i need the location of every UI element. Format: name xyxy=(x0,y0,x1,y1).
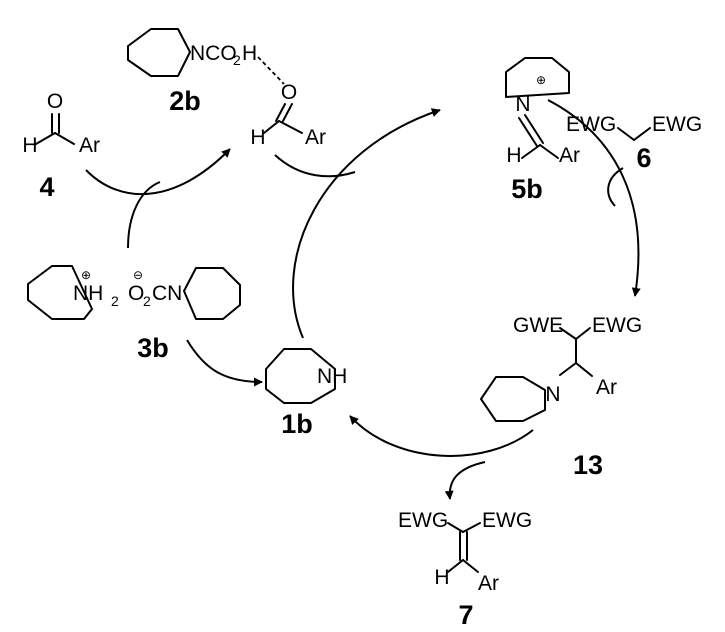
atom-EWG-right: EWG xyxy=(652,113,702,136)
bond-c-h xyxy=(35,132,56,145)
compound-1b-piperidine: NH 1b xyxy=(265,348,347,439)
compound-7-alkene: EWG EWG H Ar 7 xyxy=(398,509,532,630)
compound-4-aldehyde: O H Ar 4 xyxy=(22,90,100,202)
bond-left xyxy=(617,127,635,141)
atom-NH: NH xyxy=(73,282,103,305)
atom-EWG-right: EWG xyxy=(482,509,532,532)
plus-charge: ⊕ xyxy=(81,268,91,282)
compound-label-1b: 1b xyxy=(281,409,313,439)
plus-charge: ⊕ xyxy=(536,73,546,87)
arrow-adduct-to-piperidine xyxy=(349,415,534,457)
bond-gwe-c xyxy=(559,327,577,340)
reaction-arrows xyxy=(85,99,641,500)
atom-H: H xyxy=(250,126,265,149)
atom-Ar: Ar xyxy=(79,134,100,157)
compound-5b-iminium: ⊕ N H Ar 5b xyxy=(505,57,580,204)
piperidinium-ring xyxy=(27,265,93,320)
piperidine-ring xyxy=(480,376,546,422)
bond-right xyxy=(633,127,651,141)
bond-c-ar xyxy=(54,132,75,145)
atom-N: N xyxy=(545,383,560,406)
compound-label-5b: 5b xyxy=(511,174,543,204)
atom-N: N xyxy=(515,93,530,116)
arrow-methylene-join xyxy=(607,167,624,207)
arrow-aldehyde-join xyxy=(274,154,356,178)
arrow-aldehyde-to-hbond-complex xyxy=(85,148,231,196)
atom-EWG: EWG xyxy=(592,314,642,337)
bond-c-h xyxy=(263,120,280,134)
compound-6-active-methylene: EWG EWG 6 xyxy=(566,113,702,173)
minus-charge: ⊖ xyxy=(133,268,143,282)
compound-label-2b: 2b xyxy=(169,86,201,116)
piperidine-ring xyxy=(505,57,570,98)
subscript-2: 2 xyxy=(111,293,119,309)
bond-c-ar xyxy=(462,559,479,573)
atom-NCO: NCO xyxy=(190,42,237,65)
bond-c-ewg xyxy=(462,522,481,533)
atom-NH: NH xyxy=(317,365,347,388)
compound-2b-carbamic-acid: NCO 2 H O H Ar 2b xyxy=(127,28,326,149)
atom-Ar: Ar xyxy=(305,126,326,149)
atom-CN: CN xyxy=(152,282,182,305)
compound-label-6: 6 xyxy=(636,143,651,173)
arrow-salt-up-branch xyxy=(127,181,161,249)
atom-Ar: Ar xyxy=(559,144,580,167)
atom-H: H xyxy=(506,144,521,167)
arrow-product-branch xyxy=(444,461,486,500)
atom-Ar: Ar xyxy=(596,376,617,399)
atom-O: O xyxy=(281,81,297,104)
compound-3b-salt: ⊕ NH 2 ⊖ O 2 CN 3b xyxy=(27,265,241,363)
subscript-2: 2 xyxy=(143,293,151,309)
bond-n-c-2 xyxy=(518,117,538,147)
bond-c-ar xyxy=(539,144,559,159)
compound-label-13: 13 xyxy=(573,450,603,480)
atom-H: H xyxy=(434,566,449,589)
bond-c-n xyxy=(559,362,577,376)
arrow-piperidine-to-iminium xyxy=(292,108,441,339)
bond-c-ar xyxy=(278,120,303,134)
bond-c-h xyxy=(447,559,464,573)
bond-n-c-1 xyxy=(524,114,544,144)
atom-EWG-left: EWG xyxy=(398,509,448,532)
piperidine-ring xyxy=(265,348,336,404)
atom-O: O xyxy=(128,282,144,305)
atom-Ar: Ar xyxy=(478,572,499,595)
bond-c-ewg xyxy=(575,327,591,340)
hydrogen-bond xyxy=(257,56,285,85)
compound-13-adduct: GWE EWG Ar N 13 xyxy=(480,314,642,480)
bond-c-o-1 xyxy=(275,103,286,122)
atom-GWE: GWE xyxy=(513,314,563,337)
piperidine-ring xyxy=(183,267,241,320)
piperidine-ring xyxy=(127,28,191,77)
subscript-2: 2 xyxy=(233,52,241,68)
bond-c-o-2 xyxy=(282,103,293,122)
atom-H: H xyxy=(242,42,257,65)
bond-c-h xyxy=(521,144,541,159)
atom-O: O xyxy=(47,90,63,113)
bond-ewg-c xyxy=(447,522,464,533)
atom-H: H xyxy=(22,134,37,157)
compound-label-7: 7 xyxy=(458,600,473,630)
arrow-iminium-to-adduct xyxy=(547,99,641,297)
compound-label-3b: 3b xyxy=(137,333,169,363)
arrow-salt-to-piperidine xyxy=(186,339,263,387)
compound-label-4: 4 xyxy=(39,172,54,202)
bond-c-ar xyxy=(575,362,593,377)
